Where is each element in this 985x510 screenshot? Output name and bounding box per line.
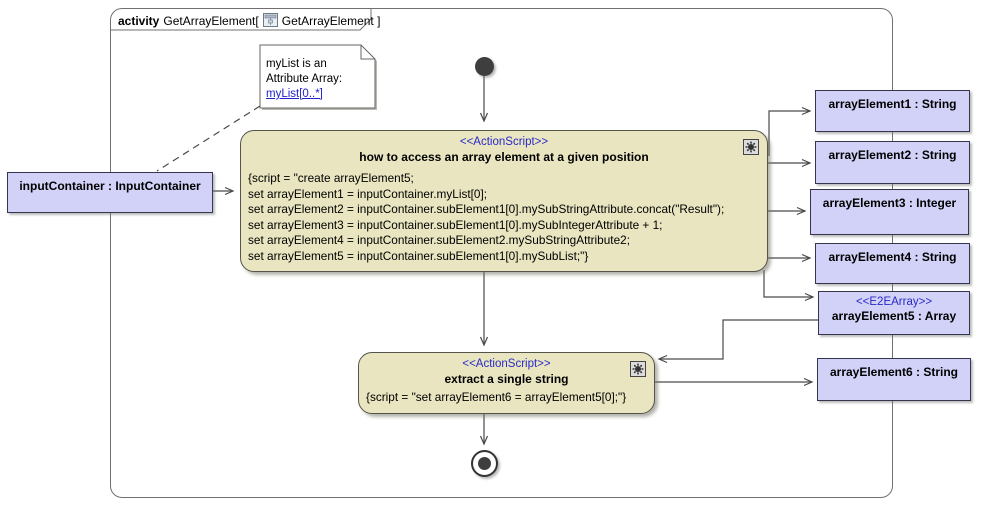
action1-script: {script = "create arrayElement5; set arr… [241, 164, 767, 264]
action-node-access-array[interactable]: <<ActionScript>> how to access an array … [240, 130, 768, 272]
frame-title-pentagon [111, 9, 372, 31]
note-line-1: myList is an [266, 58, 327, 70]
action2-title: extract a single string [444, 372, 569, 386]
object-stereotype: <<E2EArray>> [855, 296, 933, 308]
object-label: arrayElement5 : Array [831, 309, 957, 323]
action2-stereotype: <<ActionScript>> [462, 358, 551, 370]
initial-node[interactable] [475, 57, 494, 76]
object-node-arrayElement6[interactable]: arrayElement6 : String [817, 358, 971, 401]
final-node[interactable] [471, 450, 498, 477]
edge-action1-to-arrayElement5[interactable] [763, 270, 815, 302]
object-node-arrayElement3[interactable]: arrayElement3 : Integer [810, 189, 969, 235]
note-link-myList[interactable]: myList[0..*] [266, 88, 323, 100]
script-line: set arrayElement4 = inputContainer.subEl… [248, 233, 630, 247]
script-line: set arrayElement3 = inputContainer.subEl… [248, 217, 663, 232]
edges[interactable] [211, 76, 818, 446]
object-label: arrayElement2 : String [828, 148, 957, 162]
note-anchor-edge[interactable] [156, 105, 261, 172]
script-line: set arrayElement1 = inputContainer.myLis… [248, 186, 488, 201]
script-line: {script = "create arrayElement5; [248, 171, 414, 185]
object-label: arrayElement4 : String [828, 250, 957, 264]
diagram-icon [262, 12, 278, 30]
object-node-inputContainer[interactable]: inputContainer : InputContainer [7, 172, 213, 213]
object-label: arrayElement6 : String [829, 365, 959, 379]
edge-action1-to-arrayElement1[interactable] [768, 106, 812, 156]
script-line: set arrayElement2 = inputContainer.subEl… [248, 202, 725, 216]
action-node-extract-string[interactable]: <<ActionScript>> extract a single string… [358, 352, 655, 414]
edge-arrayElement5-to-action2[interactable] [657, 319, 818, 364]
action1-title: how to access an array element at a give… [359, 150, 649, 164]
object-node-arrayElement4[interactable]: arrayElement4 : String [815, 243, 970, 284]
script-line: set arrayElement5 = inputContainer.subEl… [248, 248, 589, 263]
note[interactable]: myList is an Attribute Array: myList[0..… [266, 57, 370, 102]
script-gear-icon[interactable] [743, 139, 759, 155]
note-shape[interactable] [259, 44, 377, 110]
object-node-arrayElement5[interactable]: <<E2EArray>> arrayElement5 : Array [818, 291, 970, 335]
frame-keyword: activity [118, 14, 160, 28]
action2-script: {script = "set arrayElement6 = arrayElem… [366, 390, 627, 404]
frame-title: activity GetArrayElement[ GetArrayElemen… [118, 12, 381, 30]
object-node-arrayElement1[interactable]: arrayElement1 : String [815, 90, 970, 132]
note-line-2: Attribute Array: [266, 73, 343, 85]
object-label: arrayElement3 : Integer [822, 196, 957, 210]
final-node-dot [478, 457, 491, 470]
object-label: inputContainer : InputContainer [19, 179, 201, 193]
object-label: arrayElement1 : String [828, 97, 957, 111]
frame-diagram-name: GetArrayElement ] [281, 14, 381, 28]
action1-stereotype: <<ActionScript>> [459, 136, 549, 148]
script-gear-icon[interactable] [630, 361, 646, 377]
frame-name: GetArrayElement[ [163, 14, 259, 28]
object-node-arrayElement2[interactable]: arrayElement2 : String [815, 141, 970, 184]
